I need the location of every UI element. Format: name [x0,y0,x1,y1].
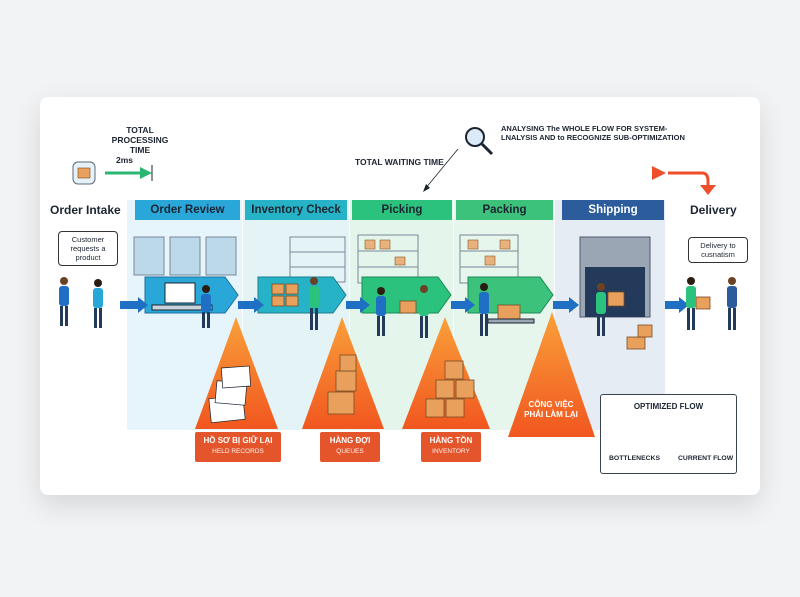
inventory-worker [309,277,319,330]
delivery-drop-arrowhead [700,185,716,195]
reviewer-figure [201,285,211,328]
recipient-2 [727,277,737,330]
value-stream-diagram: TOTAL PROCESSING TIME 2ms TOTAL WAITING … [40,97,760,495]
customer-speech-bubble: Customer requests a product [58,231,118,266]
total-waiting-time-label: TOTAL WAITING TIME [355,157,444,167]
customer-figure [59,277,69,326]
flow-arrows [120,297,689,313]
monitor [164,282,196,304]
office-windows [133,236,237,276]
processing-arrowhead [140,167,152,179]
bottleneck-cone-rework [508,312,595,437]
bottleneck-tag-inventory: HÀNG TỒN INVENTORY [421,432,481,462]
delivery-speech-bubble: Delivery to cusnatism [688,237,748,263]
packing-table [487,318,535,324]
stage-header-packing: Packing [456,200,553,220]
order-intake-label: Order Intake [50,203,121,217]
bottleneck-title: HỒ SƠ BỊ GIỮ LẠI [203,436,273,445]
inventory-boxes-icon [425,360,475,418]
bottleneck-tag-held-records: HỒ SƠ BỊ GIỮ LẠI HELD RECORDS [195,432,281,462]
waiting-arrowhead [652,166,666,180]
legend-title: OPTIMIZED FLOW [633,402,704,411]
bottleneck-title: HÀNG ĐỢI [329,436,371,445]
bottleneck-subtitle: HELD RECORDS [212,448,264,455]
bottleneck-subtitle: INVENTORY [432,448,470,455]
bottleneck-subtitle: QUEUES [336,448,364,455]
workers [59,277,737,338]
picker-1 [376,287,386,336]
rework-label: CÔNG VIỆC PHẢI LÀM LẠI [524,400,578,419]
stage-header-order-review: Order Review [135,200,240,220]
legend-box: OPTIMIZED FLOW BOTTLENECKS CURRENT FLOW [600,394,737,474]
bottleneck-title: HÀNG TỒN [429,436,473,445]
diagram-canvas [59,127,737,448]
recipient-1 [686,277,696,330]
queue-boxes-icon [327,354,357,415]
stage-header-picking: Picking [352,200,452,220]
desk [151,304,213,311]
picker-2 [419,285,429,338]
paper-stack-icon [208,365,252,424]
packer [479,283,489,336]
analysis-note: ANALYSING The WHOLE FLOW FOR SYSTEM-LNAL… [501,124,685,142]
agent-figure [93,279,103,328]
shelf-boxes [364,239,511,266]
shipper [596,283,606,336]
delivery-label: Delivery [690,203,737,217]
total-processing-time-label: TOTAL PROCESSING TIME [111,125,169,155]
stage-header-inventory-check: Inventory Check [245,200,347,220]
magnifier-icon [465,127,494,156]
processing-duration-label: 2ms [116,155,134,165]
stage-header-shipping: Shipping [562,200,664,220]
bottleneck-tag-queues: HÀNG ĐỢI QUEUES [320,432,380,462]
legend-current-flow-label: CURRENT FLOW [678,455,734,462]
legend-bottlenecks-label: BOTTLENECKS [609,455,660,462]
